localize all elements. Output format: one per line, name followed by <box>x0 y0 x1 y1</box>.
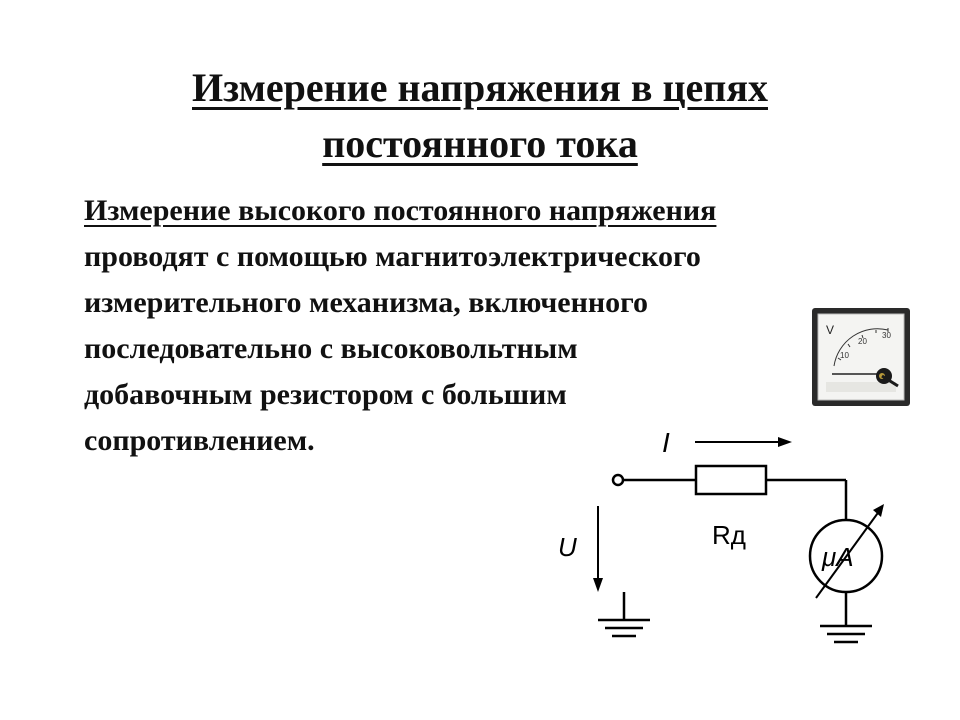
resistor-label: Rд <box>712 520 746 550</box>
body-line-5: добавочным резистором с большим <box>84 378 567 411</box>
circuit-diagram: I Rд μA U <box>558 427 884 644</box>
resistor-icon <box>694 464 768 496</box>
title-line-2: постоянного тока <box>322 121 638 166</box>
terminal-icon <box>611 473 625 487</box>
meter-label: μA <box>821 542 854 572</box>
body-line-3: измерительного механизма, включенного <box>84 286 649 319</box>
meter-scale-10: 10 <box>840 351 849 360</box>
meter-unit: V <box>826 323 834 337</box>
title-line-1: Измерение напряжения в цепях <box>192 65 768 110</box>
meter-scale-20: 20 <box>858 337 867 346</box>
voltage-label: U <box>558 532 577 562</box>
voltmeter-image: V 10 20 30 <box>812 308 910 406</box>
meter-scale-30: 30 <box>882 331 891 340</box>
body-paragraph: Измерение высокого постоянного напряжени… <box>84 188 884 464</box>
body-line-4: последовательно с высоковольтным <box>84 332 578 365</box>
body-line-2: проводят с помощью магнитоэлектрического <box>84 240 701 273</box>
body-line-1: Измерение высокого постоянного напряжени… <box>84 194 717 227</box>
slide-title: Измерение напряжения в цепях постоянного… <box>80 60 880 172</box>
current-label: I <box>662 427 670 458</box>
body-line-6: сопротивлением. <box>84 424 315 457</box>
